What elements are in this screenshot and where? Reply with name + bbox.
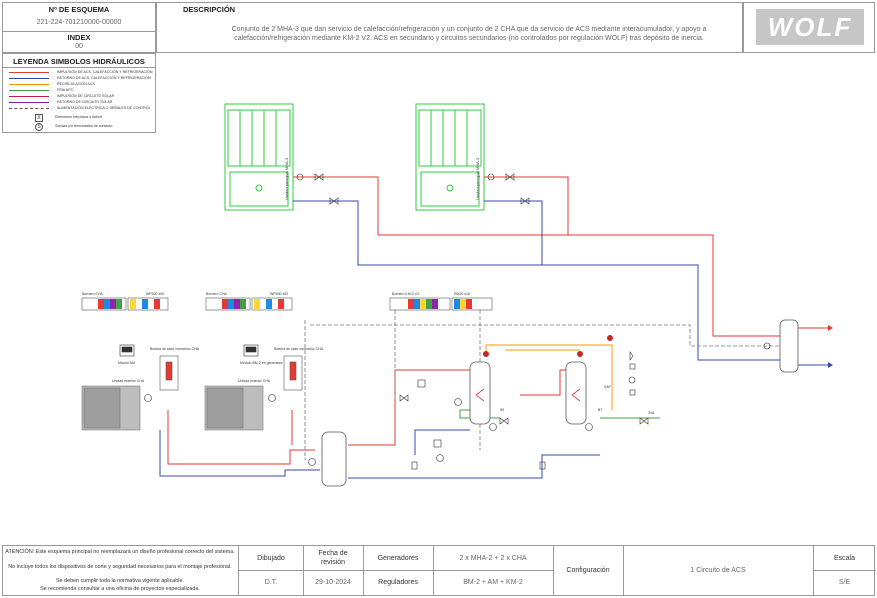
index-label: INDEX: [67, 33, 91, 42]
legend-line-swatch: [9, 90, 49, 91]
outdoor-label-1: Unidad exterior CHA: [112, 379, 145, 383]
generators-label: Generadores: [377, 555, 419, 562]
heat-pump-label-2: Unidad principal MHA-3: [475, 157, 480, 200]
rm-label: RM20 x16: [454, 292, 470, 296]
legend-item-label: IMPULSIÓN DE ACS, CALEFACCIÓN Y REFRIGER…: [57, 70, 153, 74]
logo-box: WOLF: [743, 2, 875, 53]
scheme-number-label: Nº DE ESQUEMA: [48, 5, 110, 14]
scale-label: Escala: [833, 555, 855, 562]
hydraulic-diagram: Unidad principal MHA-3 Unidad principal …: [81, 103, 833, 487]
index-value: 00: [75, 43, 83, 50]
outdoor-unit-2: [204, 385, 264, 431]
valve-label-3va: 3VA: [648, 411, 655, 415]
heat-pump-unit-2: [415, 103, 485, 211]
terminal-strip-2: [205, 297, 293, 311]
regulators-value: BM-2 + AM + KM-2: [463, 579, 523, 586]
legend-line-swatch: [9, 84, 49, 85]
legend-line-swatch: [9, 78, 49, 79]
terminal-strip-1: [81, 297, 169, 311]
valve-symbols: [144, 173, 771, 470]
heat-pump-unit-1: [224, 103, 294, 211]
scale-value: S/E: [838, 579, 851, 586]
bms-label-1: Bornero CHA: [82, 292, 103, 296]
controller-am-1: [119, 344, 135, 357]
configuration-value: 1 Circuito de ACS: [690, 567, 746, 574]
bms-label-2: WP530 x00: [146, 292, 164, 296]
legend-box: LEYENDA SIMBOLOS HIDRÁULICOS IMPULSIÓN D…: [2, 53, 156, 133]
description-text: Conjunto de 2 MHA-3 que dan servicio de …: [231, 26, 707, 42]
legend-item: IMPULSIÓN DE CIRCUITO SOLAR: [7, 93, 157, 99]
date-label: Fecha de revisión: [318, 550, 348, 566]
drawn-value: D.T.: [264, 579, 278, 586]
title-block: ATENCIÓN: Este esquema principal no reem…: [2, 545, 876, 596]
legend-title: LEYENDA SIMBOLOS HIDRÁULICOS: [13, 57, 145, 66]
scheme-number-value: 221-224-701210000-00000: [36, 19, 122, 26]
legend-line-swatch: [9, 72, 49, 73]
configuration-label: Configuración: [566, 567, 610, 574]
warning-line-4: Se recomienda consultar a una oficina de…: [40, 586, 200, 592]
electric-symbol-icon: X: [35, 114, 43, 122]
legend-item-label: RETORNO DE ACS, CALEFACCIÓN Y REFRIGERAC…: [57, 76, 151, 80]
expansion-vessels: [483, 335, 613, 357]
legend-item-label: IMPULSIÓN DE CIRCUITO SOLAR: [57, 94, 115, 98]
outdoor-unit-1: [81, 385, 141, 431]
generators-value: 2 x MHA-2 + 2 x CHA: [459, 555, 527, 562]
hydro-label-1: Bomba de calor monobloc CHA: [150, 347, 200, 351]
return-pipes: [159, 200, 828, 479]
controller-am-2: [243, 344, 259, 357]
dhw-recirc-pipes: [485, 344, 613, 410]
warning-line-3: Se deben cumplir toda la normativa vigen…: [56, 578, 184, 584]
controller-label-1: Mando AM: [118, 361, 135, 365]
buffer-tank-bottom: [321, 431, 347, 487]
supply-pipes: [167, 176, 828, 465]
valve-label-im: IM: [500, 408, 504, 412]
dhw-tank-2: [565, 361, 587, 425]
valve-label-saf: SAF: [604, 385, 611, 389]
legend-symbol-sensor: Sondas y/o termostatos de contacto: [55, 124, 113, 128]
hydro-module-1: [159, 355, 179, 391]
description-label: DESCRIPCIÓN: [183, 5, 236, 14]
buffer-tank-right: [779, 319, 799, 373]
return-in-arrow: [828, 362, 833, 368]
index-box: INDEX 00: [2, 31, 156, 53]
regulators-label: Reguladores: [378, 579, 418, 586]
km2-label: Bornero KM-2 V2: [392, 292, 419, 296]
date-value: 29-10-2024: [315, 579, 351, 586]
bms-label-4: WP530 x00: [270, 292, 288, 296]
heat-pump-label-1: Unidad principal MHA-3: [284, 157, 289, 200]
legend-line-swatch: [9, 108, 49, 109]
dhw-tank-1: [469, 361, 491, 425]
legend-symbol-electric: Elementos eléctricos a definir: [55, 115, 102, 119]
drawn-label: Dibujado: [257, 555, 285, 562]
warning-line-1: ATENCIÓN: Este esquema principal no reem…: [5, 549, 235, 555]
outdoor-label-2: Unidad exterior CHA: [238, 379, 271, 383]
hydro-label-2: Bomba de calor monobloc CHA: [274, 347, 324, 351]
legend-item-label: FRIA AFS: [57, 88, 73, 92]
legend-item: RETORNO DE ACS, CALEFACCIÓN Y REFRIGERAC…: [7, 75, 157, 81]
bms-label-3: Bornero CHA: [206, 292, 227, 296]
legend-item: RECIRCULACIÓN ACS: [7, 81, 157, 87]
hydro-module-2: [283, 355, 303, 391]
supply-out-arrow: [828, 325, 833, 331]
legend-line-swatch: [9, 102, 49, 103]
warning-line-2: No incluye todos los dispositivos de cor…: [8, 564, 232, 570]
legend-item: RETORNO DE CIRCUITO SOLAR: [7, 99, 157, 105]
control-lines: [304, 310, 782, 460]
terminal-strip-km2: [389, 297, 493, 311]
legend-item-label: RECIRCULACIÓN ACS: [57, 82, 95, 86]
legend-item-label: RETORNO DE CIRCUITO SOLAR: [57, 100, 113, 104]
legend-line-swatch: [9, 96, 49, 97]
description-box: DESCRIPCIÓN Conjunto de 2 MHA-3 que dan …: [156, 2, 743, 53]
module-label-2: Módulo BM-2 en generador: [240, 361, 283, 365]
sensor-symbol-icon: S: [35, 123, 43, 131]
legend-item-label: ALIMENTACIÓN ELÉCTRICA O SEÑALES DE CONT…: [57, 106, 151, 110]
warning-box: ATENCIÓN: Este esquema principal no reem…: [3, 546, 239, 595]
legend-item: FRIA AFS: [7, 87, 157, 93]
legend-item: IMPULSIÓN DE ACS, CALEFACCIÓN Y REFRIGER…: [7, 69, 157, 75]
valve-label-bt: BT: [598, 408, 603, 412]
legend-item: ALIMENTACIÓN ELÉCTRICA O SEÑALES DE CONT…: [7, 105, 157, 111]
wolf-logo: WOLF: [756, 9, 864, 45]
